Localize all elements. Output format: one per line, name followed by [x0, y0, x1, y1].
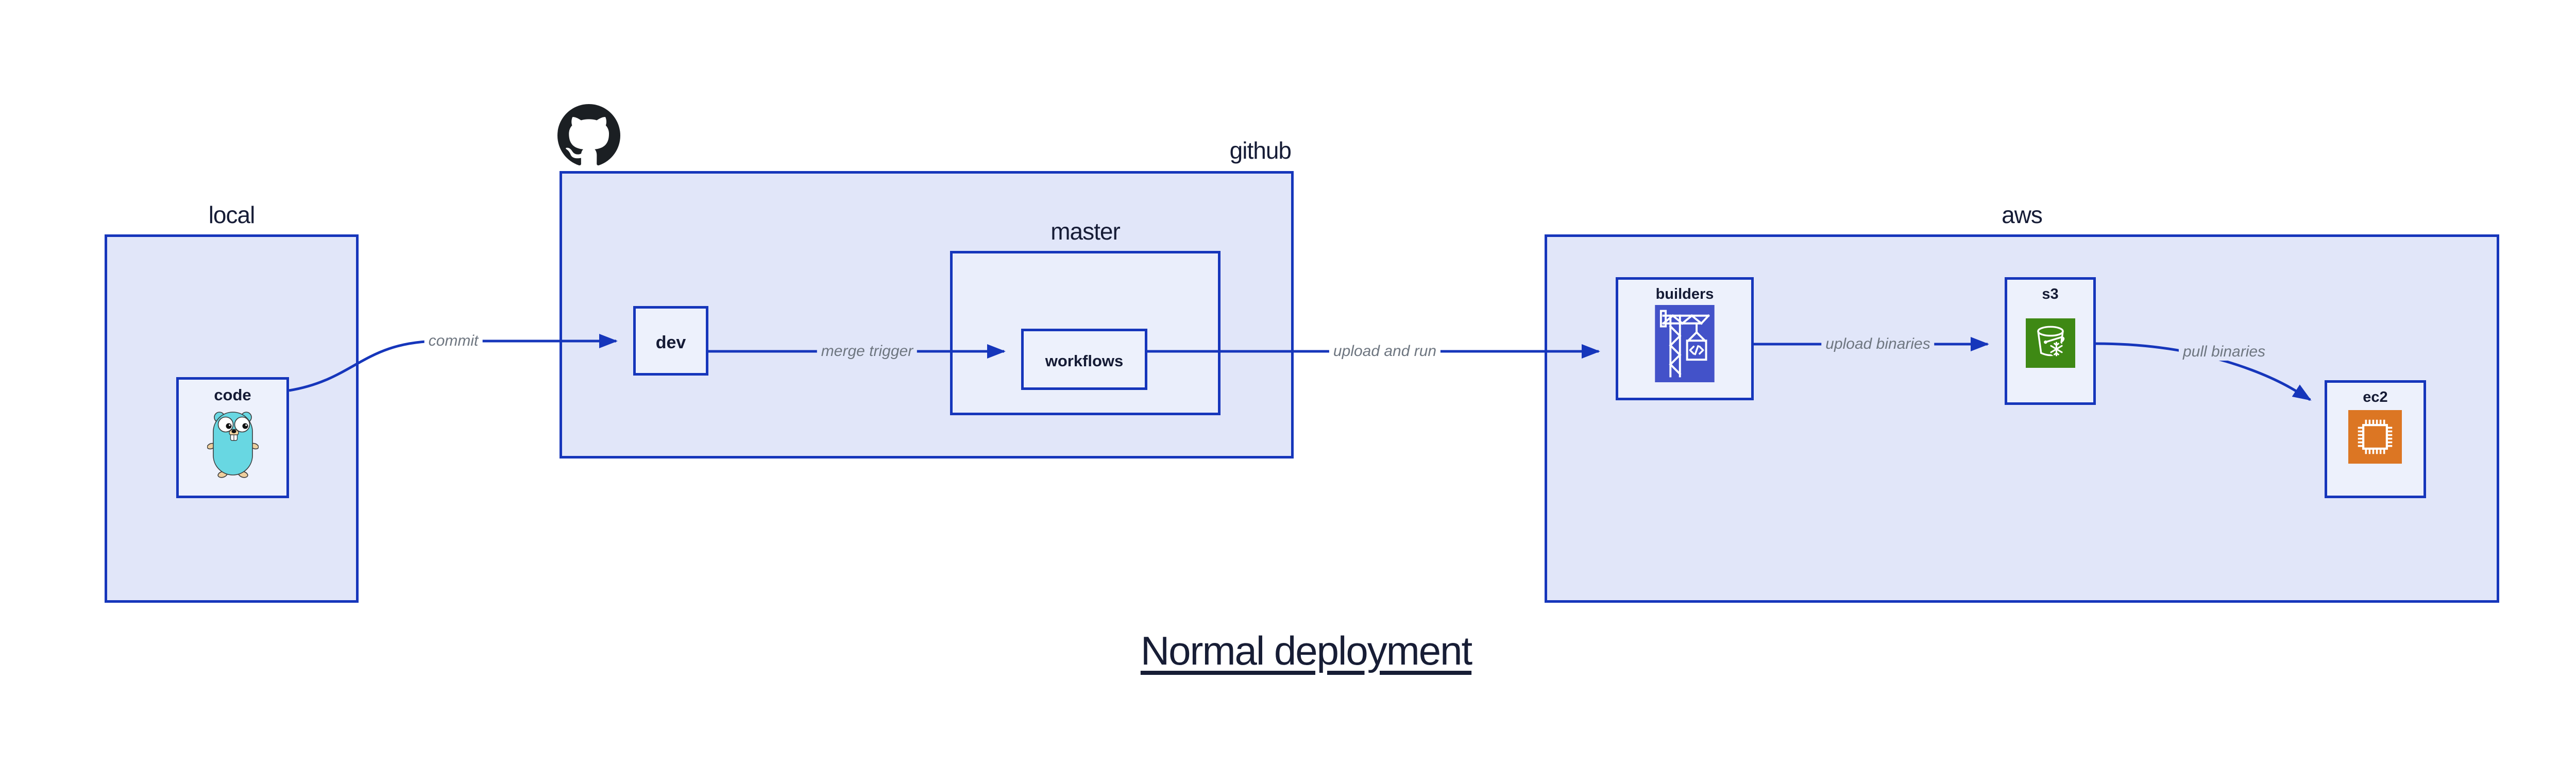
go-gopher-icon: [207, 407, 259, 479]
edge-upload-and-run-label: upload and run: [1329, 343, 1441, 360]
code-node-label: code: [214, 386, 251, 404]
dev-node-box: dev: [633, 306, 708, 376]
github-octocat-logo-icon: [557, 104, 620, 167]
codebuild-crane-icon: [1655, 305, 1715, 382]
github-group-label: github: [1229, 137, 1292, 164]
master-group-label: master: [1050, 218, 1121, 245]
local-group-label: local: [208, 201, 256, 228]
diagram-title: Normal deployment: [1140, 628, 1472, 673]
ec2-node-label: ec2: [2363, 389, 2388, 405]
aws-group-label: aws: [2002, 201, 2043, 228]
edge-merge-trigger-label: merge trigger: [817, 343, 918, 360]
s3-node-label: s3: [2042, 286, 2059, 302]
workflows-node-box: workflows: [1021, 329, 1147, 390]
s3-bucket-snowflake-icon: [2026, 318, 2075, 368]
edge-commit-label: commit: [424, 332, 483, 350]
edge-upload-binaries-label: upload binaries: [1821, 335, 1935, 353]
builders-node-label: builders: [1655, 286, 1714, 302]
ec2-chip-icon: [2348, 410, 2402, 464]
workflows-node-label: workflows: [1045, 352, 1124, 370]
dev-node-label: dev: [655, 333, 686, 352]
edge-pull-binaries-label: pull binaries: [2178, 343, 2270, 361]
